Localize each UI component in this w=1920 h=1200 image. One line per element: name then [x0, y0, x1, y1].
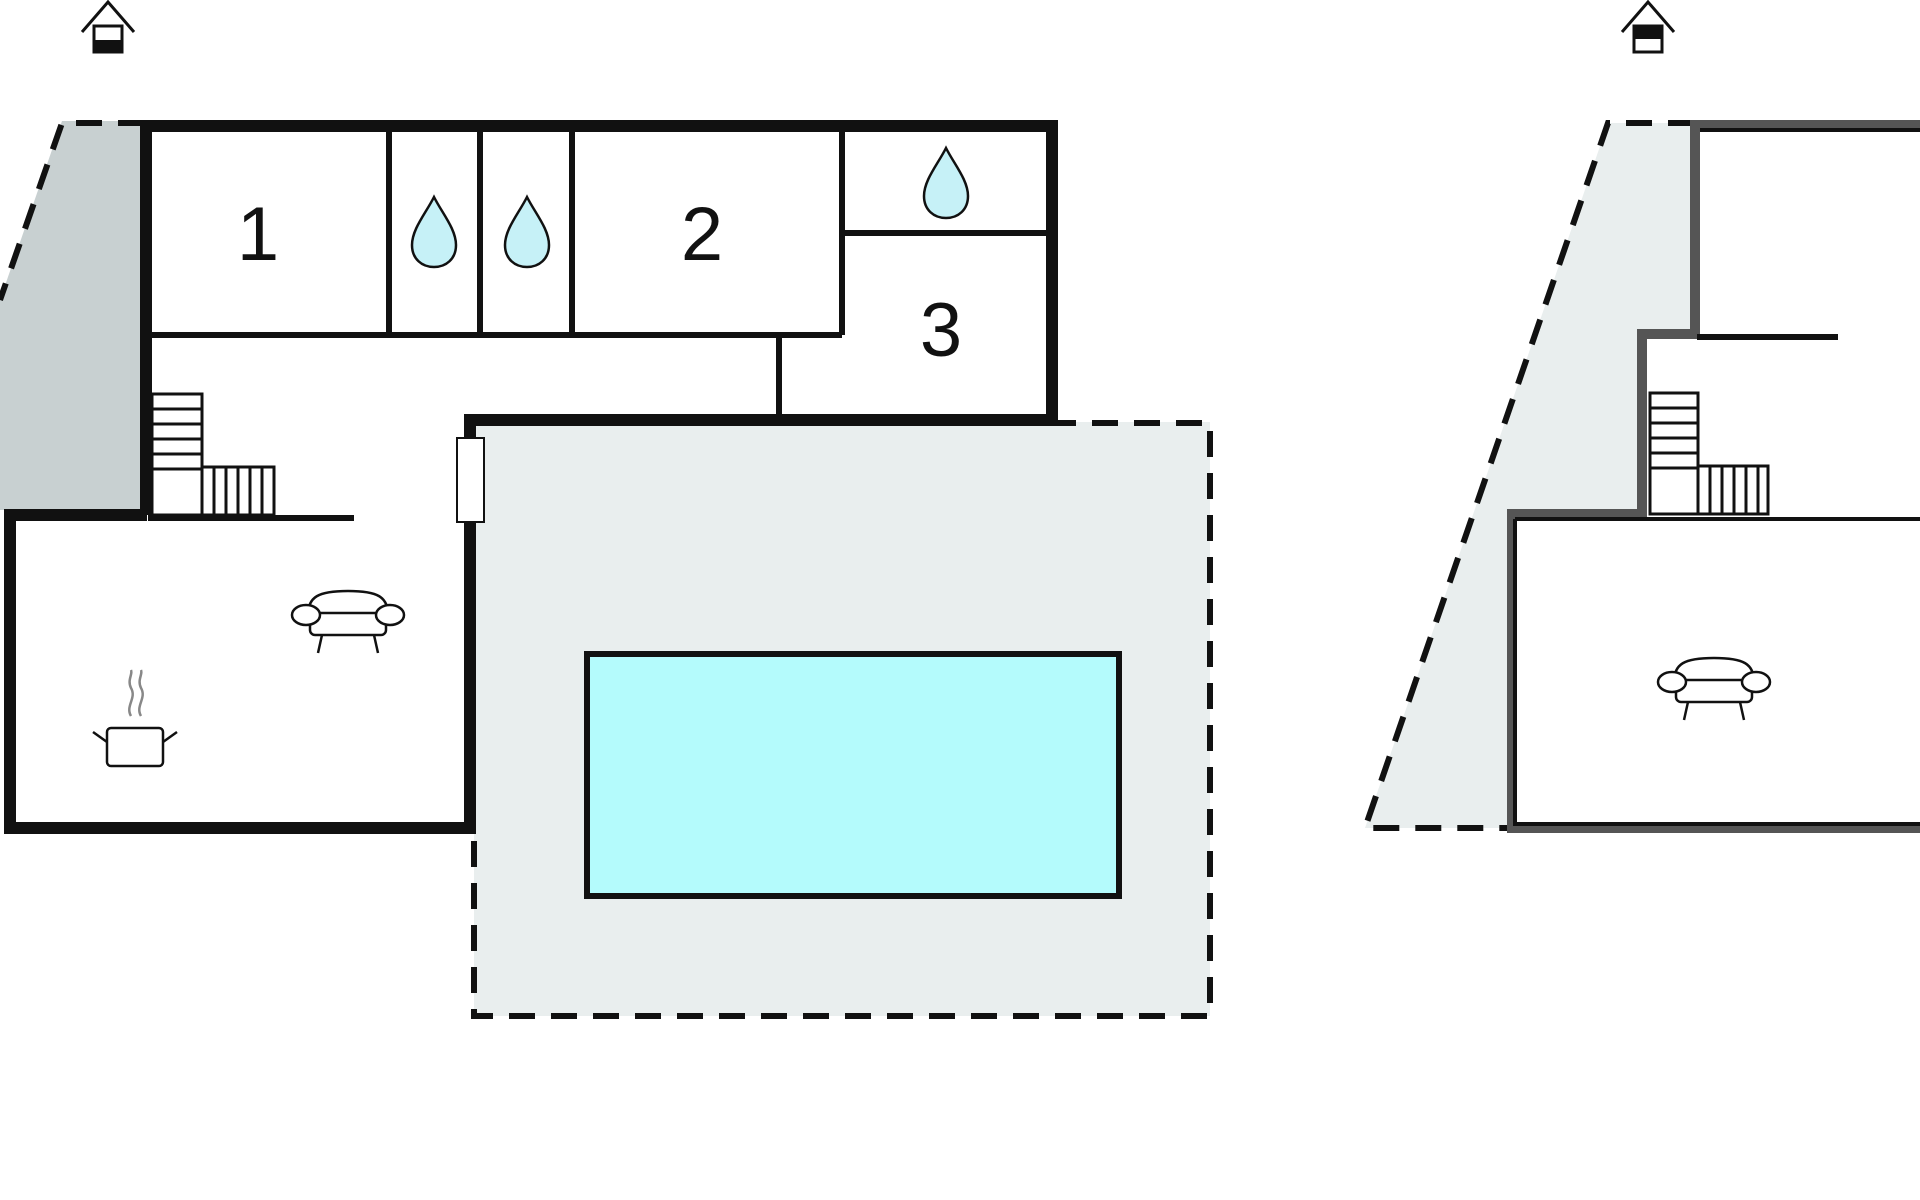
sofa-icon: [290, 589, 406, 654]
door-icon: [456, 437, 485, 523]
upper-terrace: [1365, 123, 1694, 828]
stairs-icon: [1648, 391, 1770, 516]
terrace-boundary-dashed: [471, 420, 1213, 1019]
house-upper-floor-icon: [1620, 0, 1676, 54]
garden-strip: [0, 121, 144, 510]
room-2-label: 2: [681, 192, 723, 277]
room-3-label: 3: [920, 288, 962, 373]
house-ground-floor-icon: [80, 0, 136, 54]
outer-walls: [4, 120, 1058, 834]
upper-outer-walls: [1507, 120, 1920, 833]
kitchen-pot-icon: [92, 669, 178, 768]
bathroom-drop-icon: [503, 194, 551, 269]
sofa-icon: [1656, 656, 1772, 721]
bathroom-drop-icon: [410, 194, 458, 269]
swimming-pool: [584, 651, 1122, 899]
interior-walls: [148, 130, 1046, 521]
interior-floor: [12, 126, 1052, 826]
bathroom-drop-icon: [922, 145, 970, 220]
stairs-icon: [150, 392, 276, 517]
room-1-label: 1: [237, 192, 279, 277]
upper-floor-plan: [1360, 0, 1920, 833]
upper-inner-walls: [1513, 128, 1920, 826]
upper-terrace-boundary-dashed: [1360, 120, 1694, 831]
ground-floor-plan: 1 2 3: [0, 0, 1213, 1019]
